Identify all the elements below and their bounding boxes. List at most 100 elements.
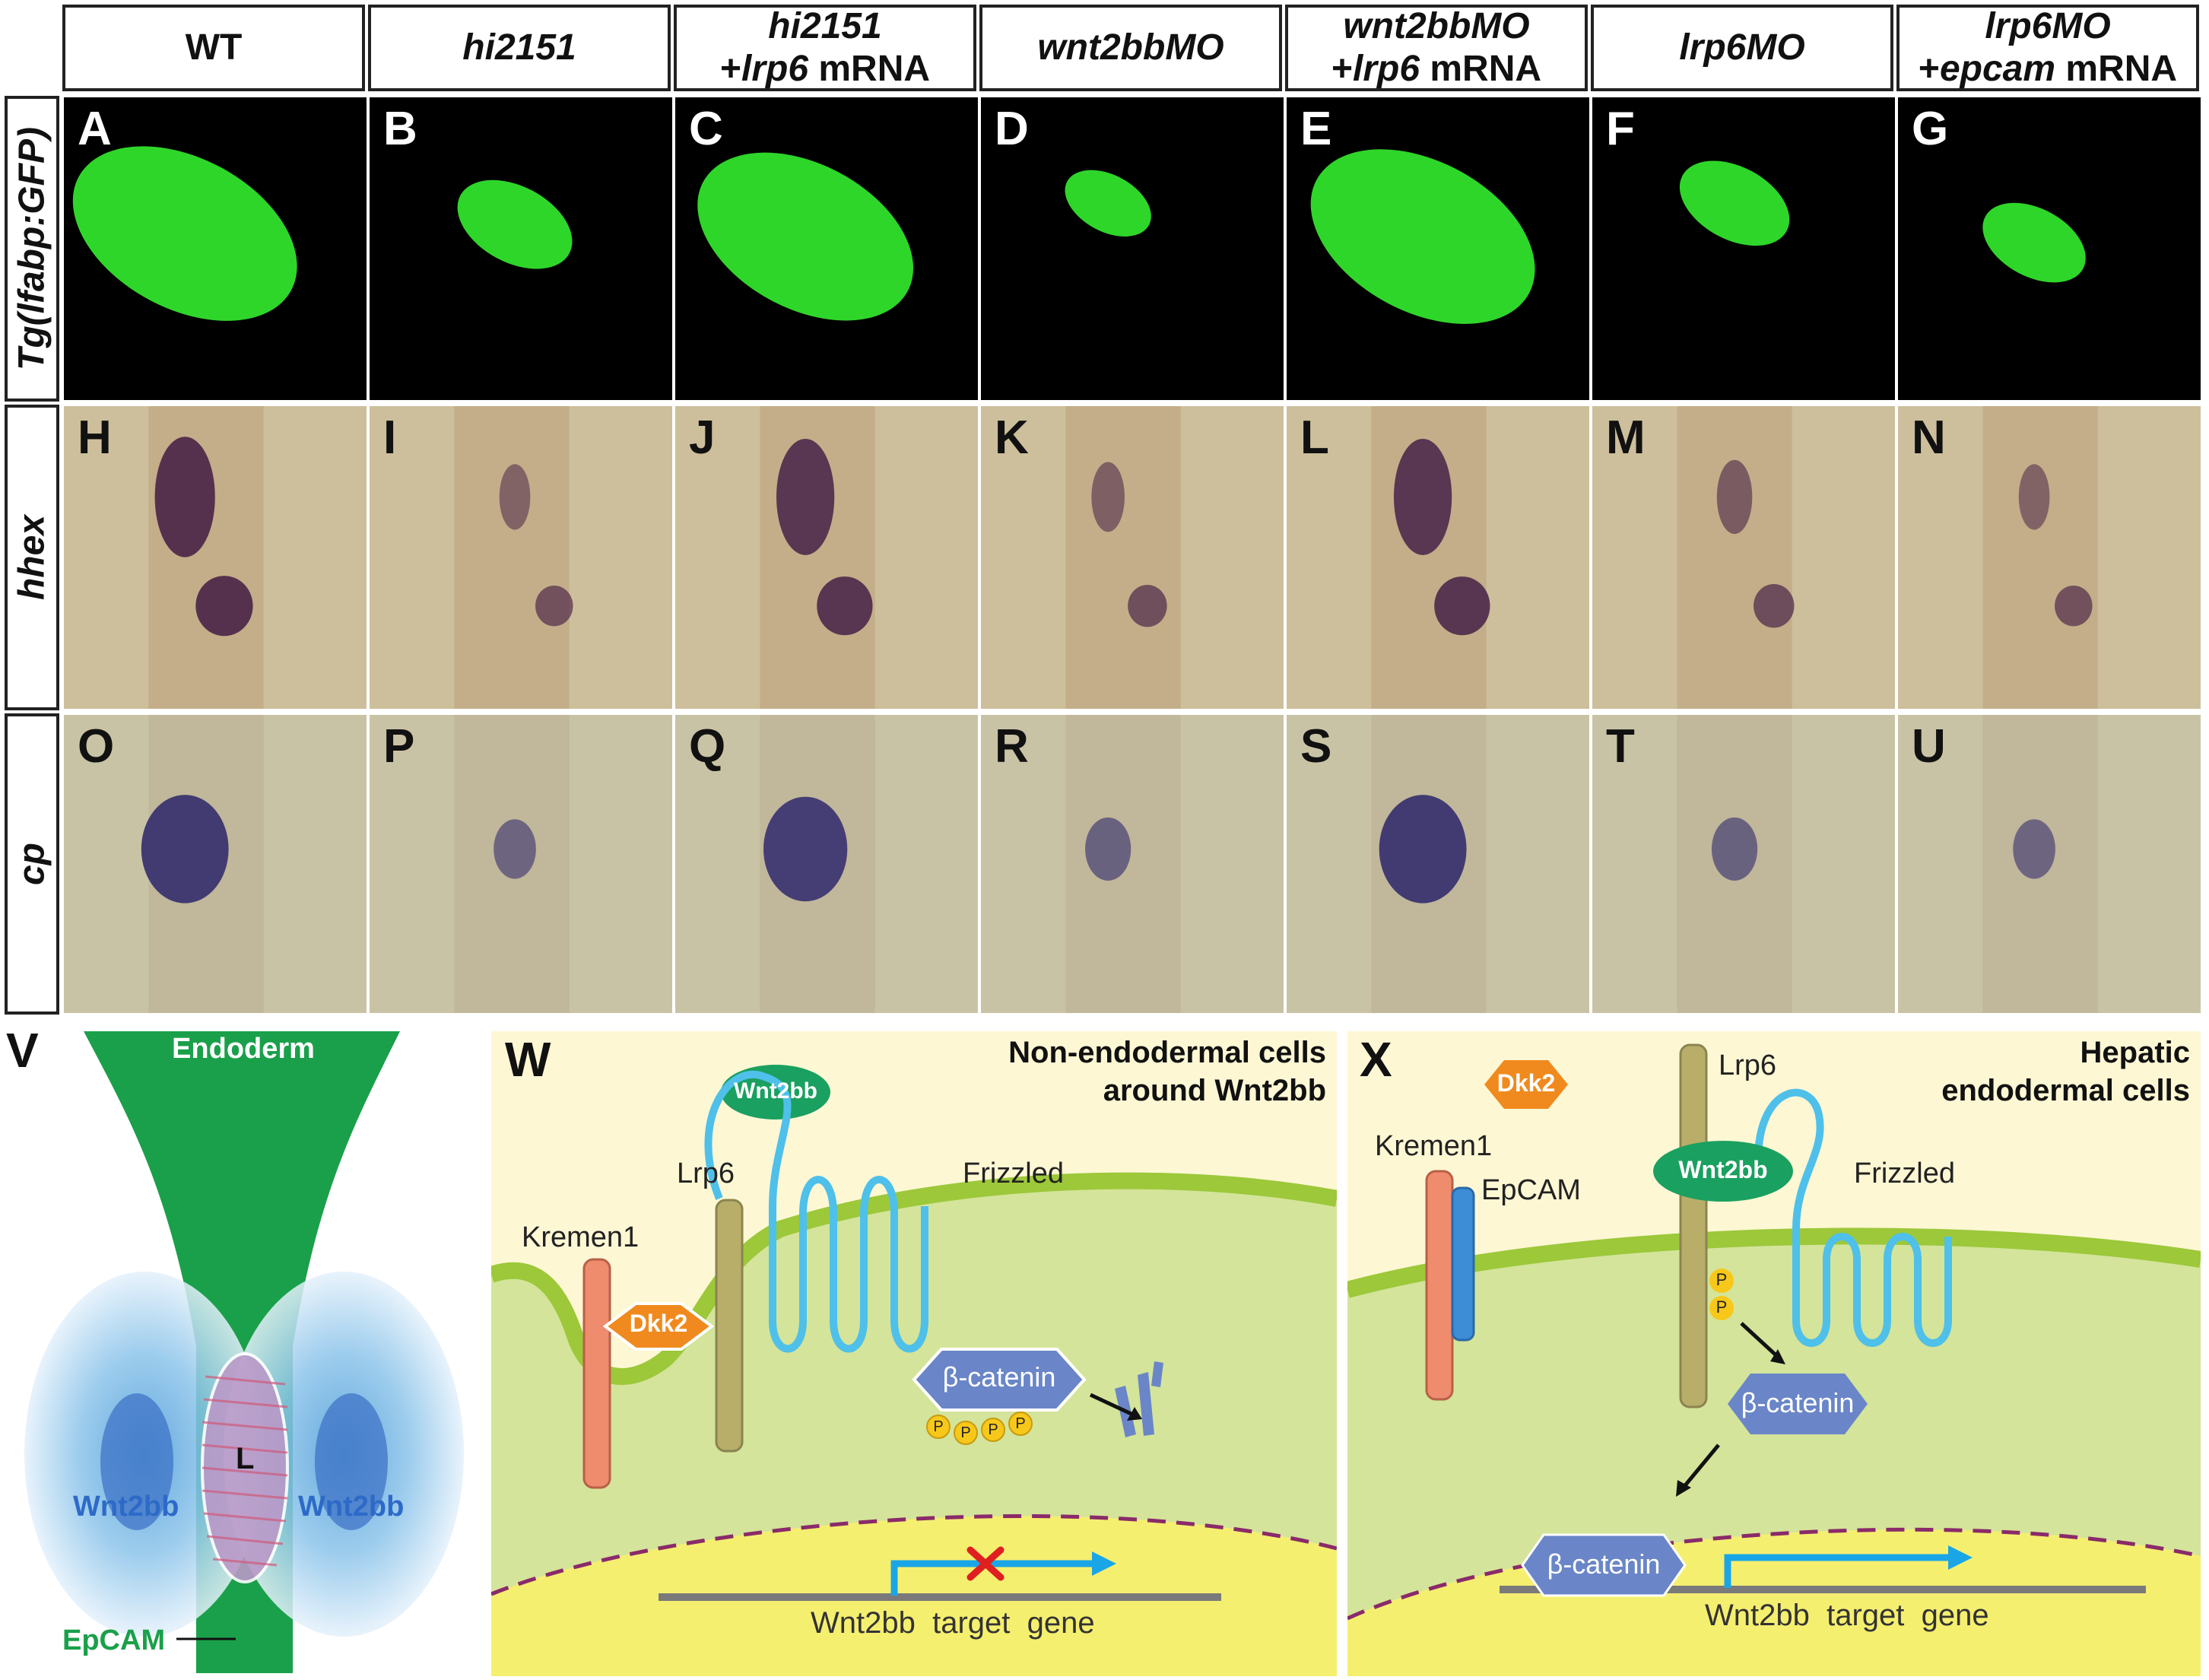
image-panel-t: T (1591, 713, 1896, 1015)
hhex-liver-stain (499, 464, 531, 530)
beta-catenin-nuclear (1521, 1533, 1687, 1597)
panel-letter: Q (689, 720, 726, 773)
hhex-pancreas-stain (1434, 576, 1490, 636)
wnt2bb-label-right: Wnt2bb (298, 1491, 405, 1523)
phospho-site: P (954, 1421, 978, 1445)
panel-letter: C (689, 103, 723, 155)
column-header-text: wnt2bbMO+lrp6 mRNA (1331, 5, 1541, 91)
panel-letter: T (1606, 720, 1635, 773)
image-panel-m: M (1591, 405, 1896, 710)
cp-liver-stain (763, 796, 848, 902)
hhex-liver-stain (1716, 459, 1753, 535)
plasma-membrane (488, 1172, 1339, 1385)
panel-w-title-line2: around Wnt2bb (1103, 1074, 1326, 1107)
panel-letter: I (383, 411, 397, 464)
header-fragment: WT (185, 27, 243, 68)
header-fragment: mRNA (808, 49, 931, 89)
header-fragment: lrp6 (1352, 49, 1420, 89)
image-panel-u: U (1896, 713, 2202, 1015)
wnt2bb-label: Wnt2bb (1678, 1156, 1768, 1183)
micrograph (675, 406, 978, 709)
liver-label: L (236, 1442, 255, 1475)
gut-band (454, 406, 570, 709)
liver-gfp-signal (697, 152, 913, 321)
image-panel-a: A (62, 96, 368, 402)
image-panel-r: R (979, 713, 1285, 1015)
cp-liver-stain (1711, 817, 1758, 881)
hhex-pancreas-stain (535, 585, 573, 627)
wnt2bb-label: Wnt2bb (734, 1078, 817, 1104)
micrograph (64, 715, 367, 1013)
header-fragment: lrp6MO (1985, 6, 2111, 46)
image-panel-h: H (62, 405, 368, 710)
panel-letter: P (383, 720, 415, 773)
phospho-site: P (1008, 1412, 1033, 1436)
row-label-text: Tg(lfabp:GFP) (11, 127, 52, 370)
micrograph (1898, 715, 2201, 1013)
header-fragment: epcam (1939, 49, 2056, 89)
kremen1-receptor (1425, 1170, 1454, 1401)
header-fragment: hi2151 (768, 6, 882, 46)
panel-letter: O (78, 720, 115, 773)
nuclear-envelope (490, 1514, 1338, 1596)
endoderm-label: Endoderm (172, 1033, 315, 1065)
wnt2bb-label-left: Wnt2bb (73, 1491, 179, 1523)
beta-catenin-cyto (912, 1348, 1087, 1412)
row-label-text: cp (11, 842, 52, 886)
lrp6-label: Lrp6 (1719, 1050, 1777, 1081)
header-fragment: wnt2bbMO (1343, 6, 1530, 46)
header-fragment: hi2151 (462, 27, 576, 68)
row-label-text: hhex (11, 514, 52, 601)
column-header-text: lrp6MO +epcam mRNA (1919, 5, 2177, 91)
epcam-label: EpCAM (62, 1624, 166, 1656)
frizzled-receptor (1754, 1088, 1952, 1347)
hhex-liver-stain (1393, 438, 1452, 555)
gut-band (1677, 406, 1792, 709)
panel-letter: N (1912, 411, 1946, 464)
lrp6-label: Lrp6 (677, 1158, 735, 1189)
phospho-site: P (926, 1415, 951, 1439)
panel-letter: R (995, 720, 1029, 773)
panel-letter-x: X (1360, 1032, 1392, 1087)
phospho-site (1709, 1296, 1734, 1320)
panel-letter: B (383, 103, 417, 155)
micrograph (981, 406, 1284, 709)
hhex-pancreas-stain (1754, 583, 1795, 628)
column-header-5: wnt2bbMO+lrp6 mRNA (1285, 5, 1588, 91)
degradation-arrow (1089, 1393, 1138, 1418)
phospho-label-1: P (1715, 1270, 1728, 1289)
column-header-1: WT (62, 5, 365, 91)
micrograph (1287, 406, 1589, 709)
panel-letter: D (995, 103, 1029, 155)
image-panel-s: S (1285, 713, 1591, 1015)
image-panel-f: F (1591, 96, 1896, 402)
dkk2-ligand (602, 1302, 715, 1351)
header-fragment: + (1918, 49, 1940, 89)
kremen1-label: Kremen1 (1375, 1130, 1493, 1162)
image-panel-p: P (368, 713, 674, 1015)
micrograph (1310, 149, 1535, 324)
column-header-text: hi2151 +lrp6 mRNA (720, 5, 930, 91)
header-fragment: wnt2bbMO (1037, 27, 1224, 68)
column-header-2: hi2151 (368, 5, 671, 91)
micrograph (1592, 406, 1895, 709)
image-panel-k: K (979, 405, 1285, 710)
panel-v-schematic: V Endoderm Wnt2bb Wnt2bb L EpCAM (0, 1023, 487, 1676)
target-gene-label: Wnt2bb target gene (811, 1606, 1095, 1640)
beta-catenin-label: β-catenin (942, 1361, 1056, 1393)
frizzled-label: Frizzled (1854, 1158, 1956, 1189)
liver-gfp-signal (457, 179, 573, 269)
micrograph (1287, 715, 1589, 1013)
micrograph (675, 715, 978, 1013)
header-fragment: + (719, 49, 741, 89)
hhex-liver-stain (154, 437, 215, 557)
panel-letter: K (995, 411, 1029, 464)
hhex-pancreas-stain (817, 576, 873, 636)
micrograph (370, 406, 672, 709)
beta-catenin-cyto-label: β-catenin (1741, 1387, 1855, 1418)
gut-band (1982, 406, 2098, 709)
panel-x-title-line2: endodermal cells (1941, 1074, 2190, 1107)
header-fragment: lrp6 (741, 49, 809, 89)
panel-letter-v: V (6, 1023, 39, 1078)
header-fragment: mRNA (2055, 49, 2178, 89)
